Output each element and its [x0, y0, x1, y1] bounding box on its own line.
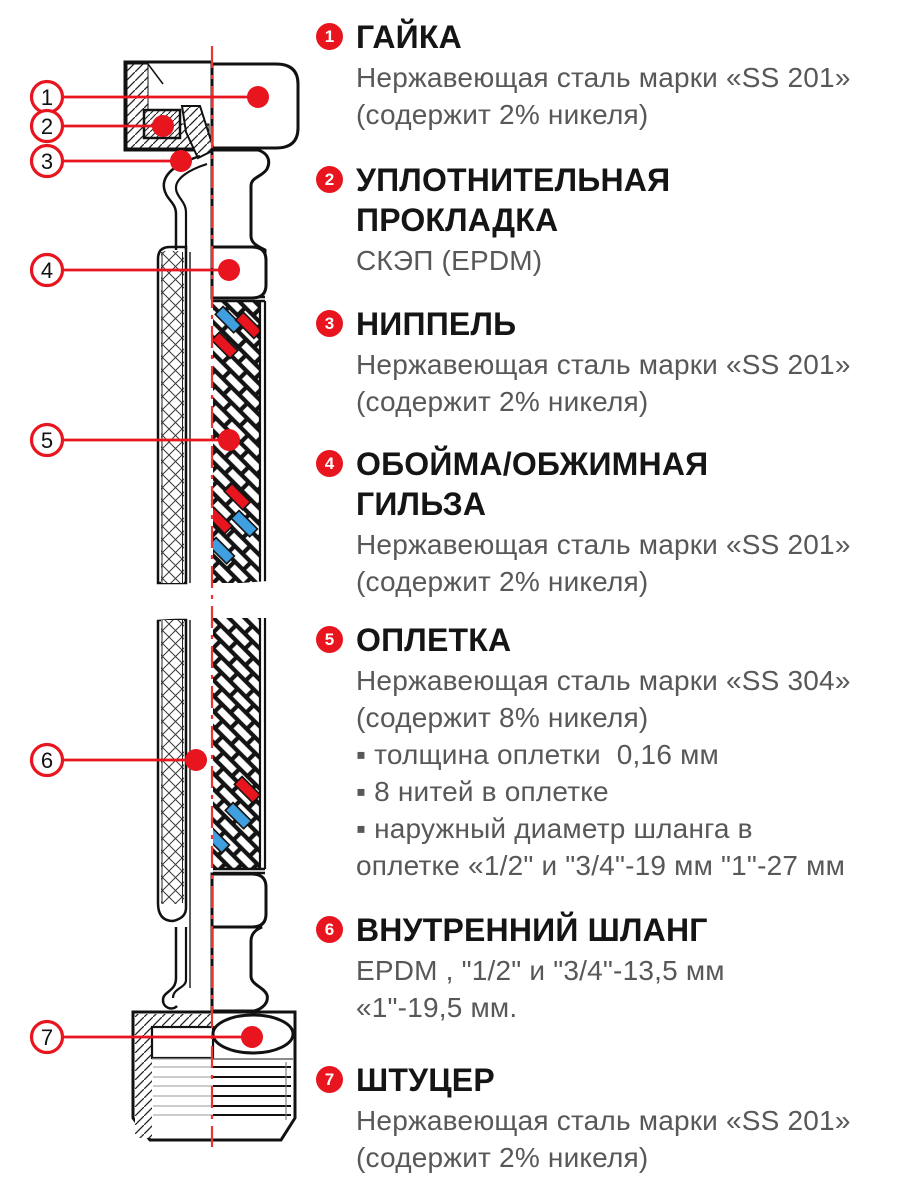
legend-number-badge: 3 [316, 310, 343, 337]
legend-item-content: НИППЕЛЬ Нержавеющая сталь марки «SS 201» (… [356, 304, 851, 420]
legend-item-2: 2 УПЛОТНИТЕЛЬНАЯ ПРОКЛАДКА СКЭП (EPDM) [316, 160, 670, 279]
callout-number-2: 2 [41, 114, 53, 139]
legend-item-desc-line: Нержавеющая сталь марки «SS 201» [356, 529, 851, 560]
braid-section-strip [156, 245, 188, 923]
callout-number-3: 3 [41, 149, 53, 174]
legend-item-title: ВНУТРЕННИЙ ШЛАНГ [356, 912, 708, 948]
legend-item-desc-line: оплетке «1/2" и "3/4"-19 мм "1"-27 мм [356, 850, 846, 881]
legend-item-6: 6 ВНУТРЕННИЙ ШЛАНГ EPDM , "1/2" и "3/4"-13… [316, 910, 725, 1026]
legend-item-title: ГАЙКА [356, 19, 462, 55]
callout-circle-7 [29, 1019, 65, 1055]
legend-item-description: Нержавеющая сталь марки «SS 201» (содержи… [356, 346, 851, 420]
callout-number-7: 7 [41, 1025, 53, 1050]
fitting-section [131, 1010, 297, 1142]
legend-item-content: ВНУТРЕННИЙ ШЛАНГ EPDM , "1/2" и "3/4"-13,… [356, 910, 725, 1026]
legend-item-description: Нержавеющая сталь марки «SS 304» (содержи… [356, 662, 851, 884]
legend-item-title: УПЛОТНИТЕЛЬНАЯ [356, 162, 671, 198]
callout-number-1: 1 [41, 85, 53, 110]
hose-diagram: 1 2 3 4 5 6 7 [29, 46, 300, 1147]
legend-item-7: 7 ШТУЦЕР Нержавеющая сталь марки «SS 201» (… [316, 1060, 851, 1176]
callout-number-4: 4 [41, 258, 53, 283]
legend-item-title: НИППЕЛЬ [356, 306, 517, 342]
legend-item-title: ПРОКЛАДКА [356, 202, 559, 238]
legend-item-content: УПЛОТНИТЕЛЬНАЯ ПРОКЛАДКА СКЭП (EPDM) [356, 160, 670, 279]
legend-item-content: ОБОЙМА/ОБЖИМНАЯ ГИЛЬЗА Нержавеющая сталь м… [356, 444, 851, 600]
legend-item-desc-line: «1"-19,5 мм. [356, 992, 518, 1023]
legend-item-desc-line: Нержавеющая сталь марки «SS 201» [356, 62, 851, 93]
legend-item-5: 5 ОПЛЕТКА Нержавеющая сталь марки «SS 304»… [316, 620, 851, 884]
legend-item-desc-line: (содержит 2% никеля) [356, 386, 649, 417]
callout-number-6: 6 [41, 748, 53, 773]
legend-number-badge: 2 [316, 166, 343, 193]
legend: 1 ГАЙКА Нержавеющая сталь марки «SS 201» (с… [316, 0, 900, 1200]
legend-item-title: ОПЛЕТКА [356, 622, 512, 658]
legend-item-desc-line: ▪ 8 нитей в оплетке [356, 776, 609, 807]
legend-item-desc-line: EPDM , "1/2" и "3/4"-13,5 мм [356, 955, 725, 986]
legend-item-desc-line: (содержит 2% никеля) [356, 566, 649, 597]
legend-number-badge: 7 [316, 1066, 343, 1093]
legend-item-desc-line: (содержит 2% никеля) [356, 1142, 649, 1173]
legend-item-3: 3 НИППЕЛЬ Нержавеющая сталь марки «SS 201»… [316, 304, 851, 420]
legend-item-description: СКЭП (EPDM) [356, 242, 670, 279]
legend-item-content: ОПЛЕТКА Нержавеющая сталь марки «SS 304» (… [356, 620, 851, 884]
callout-circle-4 [29, 252, 65, 288]
callout-number-5: 5 [41, 428, 53, 453]
legend-item-desc-line: ▪ наружный диаметр шланга в [356, 813, 753, 844]
legend-item-description: Нержавеющая сталь марки «SS 201» (содержи… [356, 59, 851, 133]
legend-number-badge: 1 [316, 23, 343, 50]
legend-item-title: ОБОЙМА/ОБЖИМНАЯ [356, 446, 709, 482]
legend-item-desc-line: ▪ толщина оплетки 0,16 мм [356, 739, 719, 770]
callout-circle-6 [29, 742, 65, 778]
legend-item-desc-line: Нержавеющая сталь марки «SS 201» [356, 349, 851, 380]
legend-number-badge: 4 [316, 450, 343, 477]
legend-item-desc-line: СКЭП (EPDM) [356, 245, 543, 276]
callout-circle-2 [29, 108, 65, 144]
legend-number-badge: 5 [316, 626, 343, 653]
legend-item-description: Нержавеющая сталь марки «SS 201» (содержи… [356, 526, 851, 600]
legend-item-4: 4 ОБОЙМА/ОБЖИМНАЯ ГИЛЬЗА Нержавеющая сталь … [316, 444, 851, 600]
legend-item-desc-line: Нержавеющая сталь марки «SS 201» [356, 1105, 851, 1136]
hose-break-gap [129, 579, 291, 622]
legend-item-desc-line: (содержит 2% никеля) [356, 99, 649, 130]
sleeve-section-bottom [161, 872, 269, 1013]
legend-item-1: 1 ГАЙКА Нержавеющая сталь марки «SS 201» (с… [316, 17, 851, 133]
legend-item-content: ГАЙКА Нержавеющая сталь марки «SS 201» (со… [356, 17, 851, 133]
legend-item-description: Нержавеющая сталь марки «SS 201» (содержи… [356, 1102, 851, 1176]
legend-item-title: ГИЛЬЗА [356, 486, 487, 522]
callout-circle-3 [29, 143, 65, 179]
legend-item-content: ШТУЦЕР Нержавеющая сталь марки «SS 201» (с… [356, 1060, 851, 1176]
legend-item-title: ШТУЦЕР [356, 1062, 495, 1098]
braid-exterior [213, 295, 267, 875]
legend-item-description: EPDM , "1/2" и "3/4"-13,5 мм «1"-19,5 мм. [356, 952, 725, 1026]
legend-number-badge: 6 [316, 916, 343, 943]
callouts: 1 2 3 4 5 6 7 [29, 79, 269, 1055]
callout-circle-5 [29, 422, 65, 458]
legend-item-desc-line: (содержит 8% никеля) [356, 702, 649, 733]
legend-item-desc-line: Нержавеющая сталь марки «SS 304» [356, 665, 851, 696]
